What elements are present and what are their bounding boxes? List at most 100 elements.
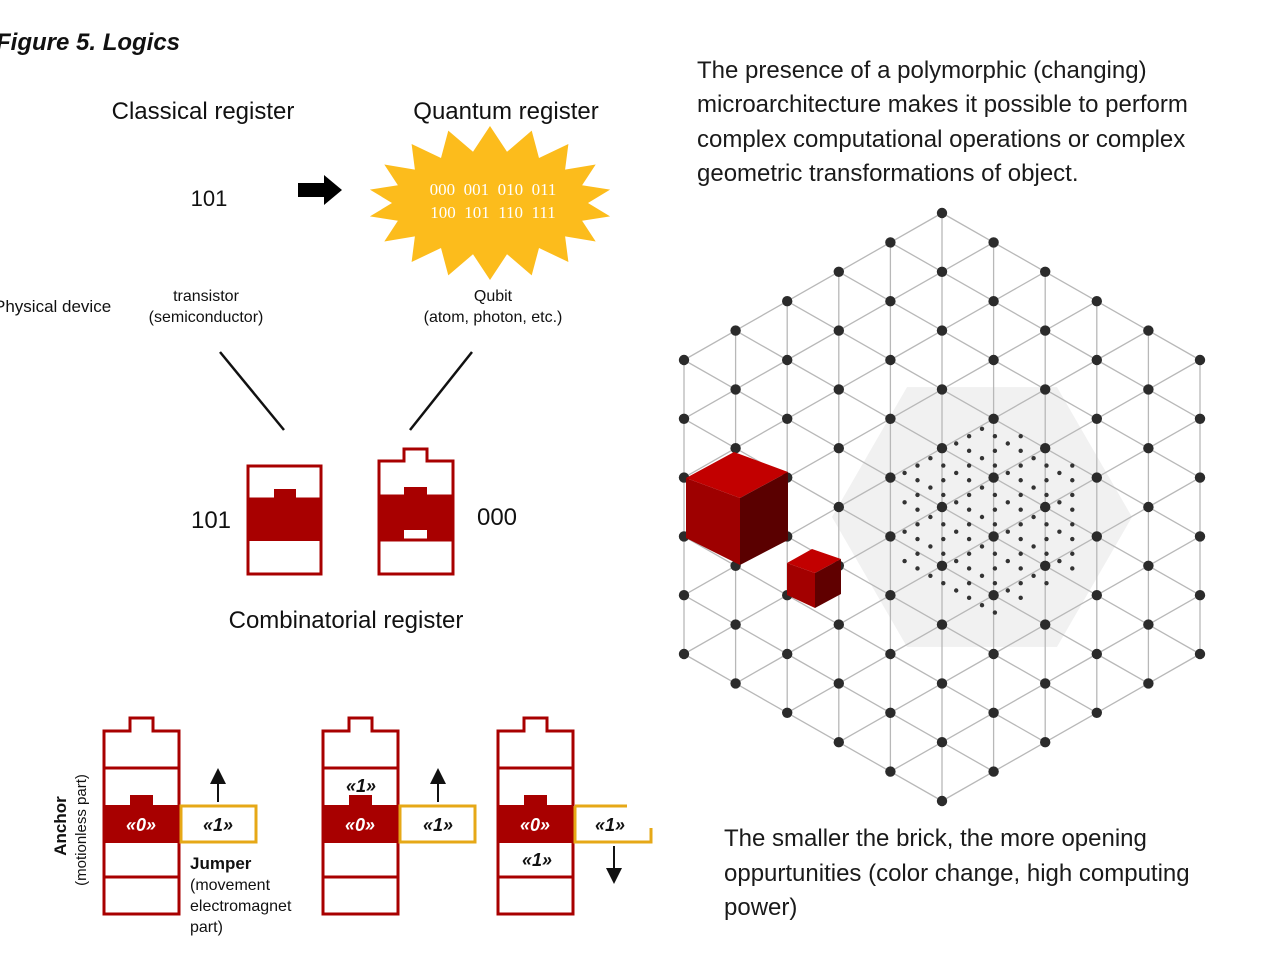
lattice-node (988, 354, 999, 366)
lattice-fine-node (1044, 551, 1049, 556)
lattice-edge (1044, 300, 1098, 332)
lattice-node (988, 531, 999, 542)
lattice-edge (890, 624, 943, 655)
combo-right-block (377, 447, 455, 576)
lattice-node (678, 648, 690, 660)
lattice-edge (683, 388, 736, 420)
bottom-paragraph-line-3: power) (724, 894, 797, 921)
lattice-edge (838, 241, 891, 273)
lattice-edge (838, 447, 891, 479)
lattice-edge (838, 477, 891, 508)
lattice-fine-node (941, 536, 946, 542)
lattice-fine-node (992, 522, 998, 527)
physical-device-label: Physical device (0, 297, 111, 316)
lattice-edge (993, 535, 1046, 567)
lattice-fine-node (1005, 470, 1010, 476)
lattice-node (833, 501, 844, 513)
lattice-edge (735, 682, 788, 714)
mechanism-panel-3 (496, 716, 653, 916)
transistor-connector-line (219, 351, 285, 431)
lattice-fine-node (915, 551, 920, 556)
lattice-fine-node (1070, 492, 1075, 498)
lattice-fine-node (954, 470, 959, 476)
lattice-edge (1044, 712, 1098, 743)
lattice-edge (1148, 418, 1201, 449)
lattice-node (988, 472, 999, 483)
lattice-edge (1044, 447, 1098, 479)
lattice-node (1143, 501, 1154, 513)
lattice-edge (941, 418, 994, 449)
lattice-node (936, 443, 948, 454)
lattice-fine-node (941, 478, 946, 483)
lattice-node (833, 266, 844, 277)
jumper-label: Jumper (190, 854, 252, 873)
lattice-fine-node (1044, 536, 1049, 542)
lattice-node (1091, 296, 1103, 307)
lattice-edge (683, 535, 736, 567)
lattice-edge (1096, 477, 1149, 508)
quantum-star (369, 126, 611, 280)
lattice-fine-node (954, 558, 959, 564)
lattice-fine-node (966, 478, 972, 483)
lattice-node (730, 619, 741, 630)
lattice-fine-node (992, 463, 998, 468)
lattice-node (1040, 384, 1051, 395)
lattice-fine-node (979, 544, 985, 549)
lattice-fine-node (902, 470, 907, 476)
lattice-fine-node (979, 485, 985, 490)
qubit-sub-label: (atom, photon, etc.) (424, 309, 563, 326)
lattice-fine-node (992, 433, 998, 439)
lattice-edge (1044, 418, 1098, 449)
lattice-node (782, 707, 793, 718)
lattice-fine-node (1031, 514, 1036, 520)
combo-left-value: 101 (191, 507, 231, 534)
lattice-edge (735, 653, 788, 684)
lattice-edge (683, 418, 736, 449)
lattice-fine-node (966, 551, 972, 556)
lattice-fine-node (1070, 478, 1075, 483)
lattice-fine-node (1018, 433, 1023, 439)
lattice-fine-node (902, 500, 907, 505)
transistor-sub-label: (semiconductor) (149, 309, 264, 326)
lattice-node (885, 237, 896, 248)
lattice-edge (941, 447, 994, 479)
large-red-cube (686, 452, 788, 565)
lattice-node (936, 266, 948, 277)
lattice-fine-node (941, 522, 946, 527)
lattice-edge (941, 359, 994, 390)
lattice-edge (838, 418, 891, 449)
lattice-edge (735, 359, 788, 390)
lattice-fine-node (1070, 463, 1075, 468)
lattice-node (833, 678, 844, 689)
lattice-edge (683, 330, 736, 361)
lattice-edge (941, 682, 994, 714)
lattice-fine-node (1044, 463, 1049, 468)
lattice-fine-node (979, 426, 985, 431)
lattice-node (1040, 501, 1051, 513)
lattice-node (936, 619, 948, 630)
lattice-node (988, 766, 999, 777)
lattice-edge (993, 241, 1046, 273)
lattice-edge (786, 418, 840, 449)
lattice-fine-node (1005, 500, 1010, 505)
lattice-edge (683, 653, 736, 684)
lattice-edge (1096, 653, 1149, 684)
top-paragraph-line-3: complex computational operations or comp… (697, 126, 1185, 153)
lattice-fine-node (1044, 580, 1049, 586)
lattice-edge (941, 653, 994, 684)
lattice-node (1143, 678, 1154, 689)
lattice-node (833, 443, 844, 454)
lattice-fine-node (1044, 478, 1049, 483)
lattice-edge (890, 330, 943, 361)
lattice-edge (890, 506, 943, 537)
lattice-edge (890, 771, 943, 802)
lattice-edge (838, 624, 891, 655)
lattice-fine-node (966, 448, 972, 454)
lattice-edge (838, 565, 891, 596)
lattice-node (885, 531, 896, 542)
lattice-fine-node (954, 441, 959, 446)
lattice-fine-node (979, 603, 985, 608)
lattice-edge (1044, 594, 1098, 626)
lattice-edge (941, 506, 994, 537)
